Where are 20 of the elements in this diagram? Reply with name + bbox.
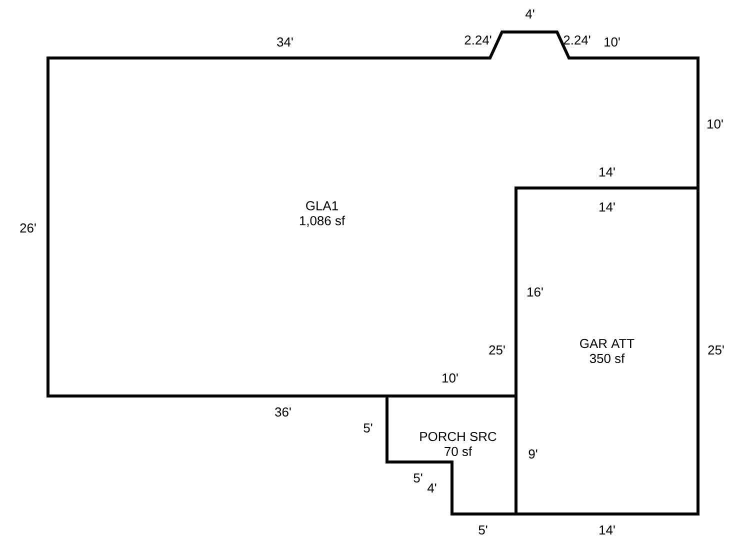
dimension-label: 4' <box>427 484 436 492</box>
dimension-label: 10' <box>442 373 458 383</box>
dimension-label: 5' <box>478 525 488 535</box>
room-label: PORCH SRC 70 sf <box>420 432 496 456</box>
dimension-label: 26' <box>20 223 36 233</box>
dimension-label: 34' <box>277 37 293 47</box>
dimension-label: 4' <box>525 10 534 18</box>
dimension-label: 14' <box>600 202 615 212</box>
dimension-label: 5' <box>414 473 422 483</box>
room-label: GAR ATT 350 sf <box>580 338 634 364</box>
dimension-label: 10' <box>604 37 620 47</box>
dimension-label: 14' <box>600 168 615 176</box>
dimension-label: 2.24' <box>564 35 590 45</box>
room-label: GLA1 1,086 sf <box>300 201 346 227</box>
dimension-label: 5' <box>364 423 372 433</box>
dimension-label: 16' <box>528 287 543 297</box>
dimension-label: 9' <box>528 449 538 459</box>
dimension-label: 25' <box>489 345 505 355</box>
dimension-label: 2.24' <box>464 35 492 45</box>
dimension-label: 25' <box>708 345 724 355</box>
